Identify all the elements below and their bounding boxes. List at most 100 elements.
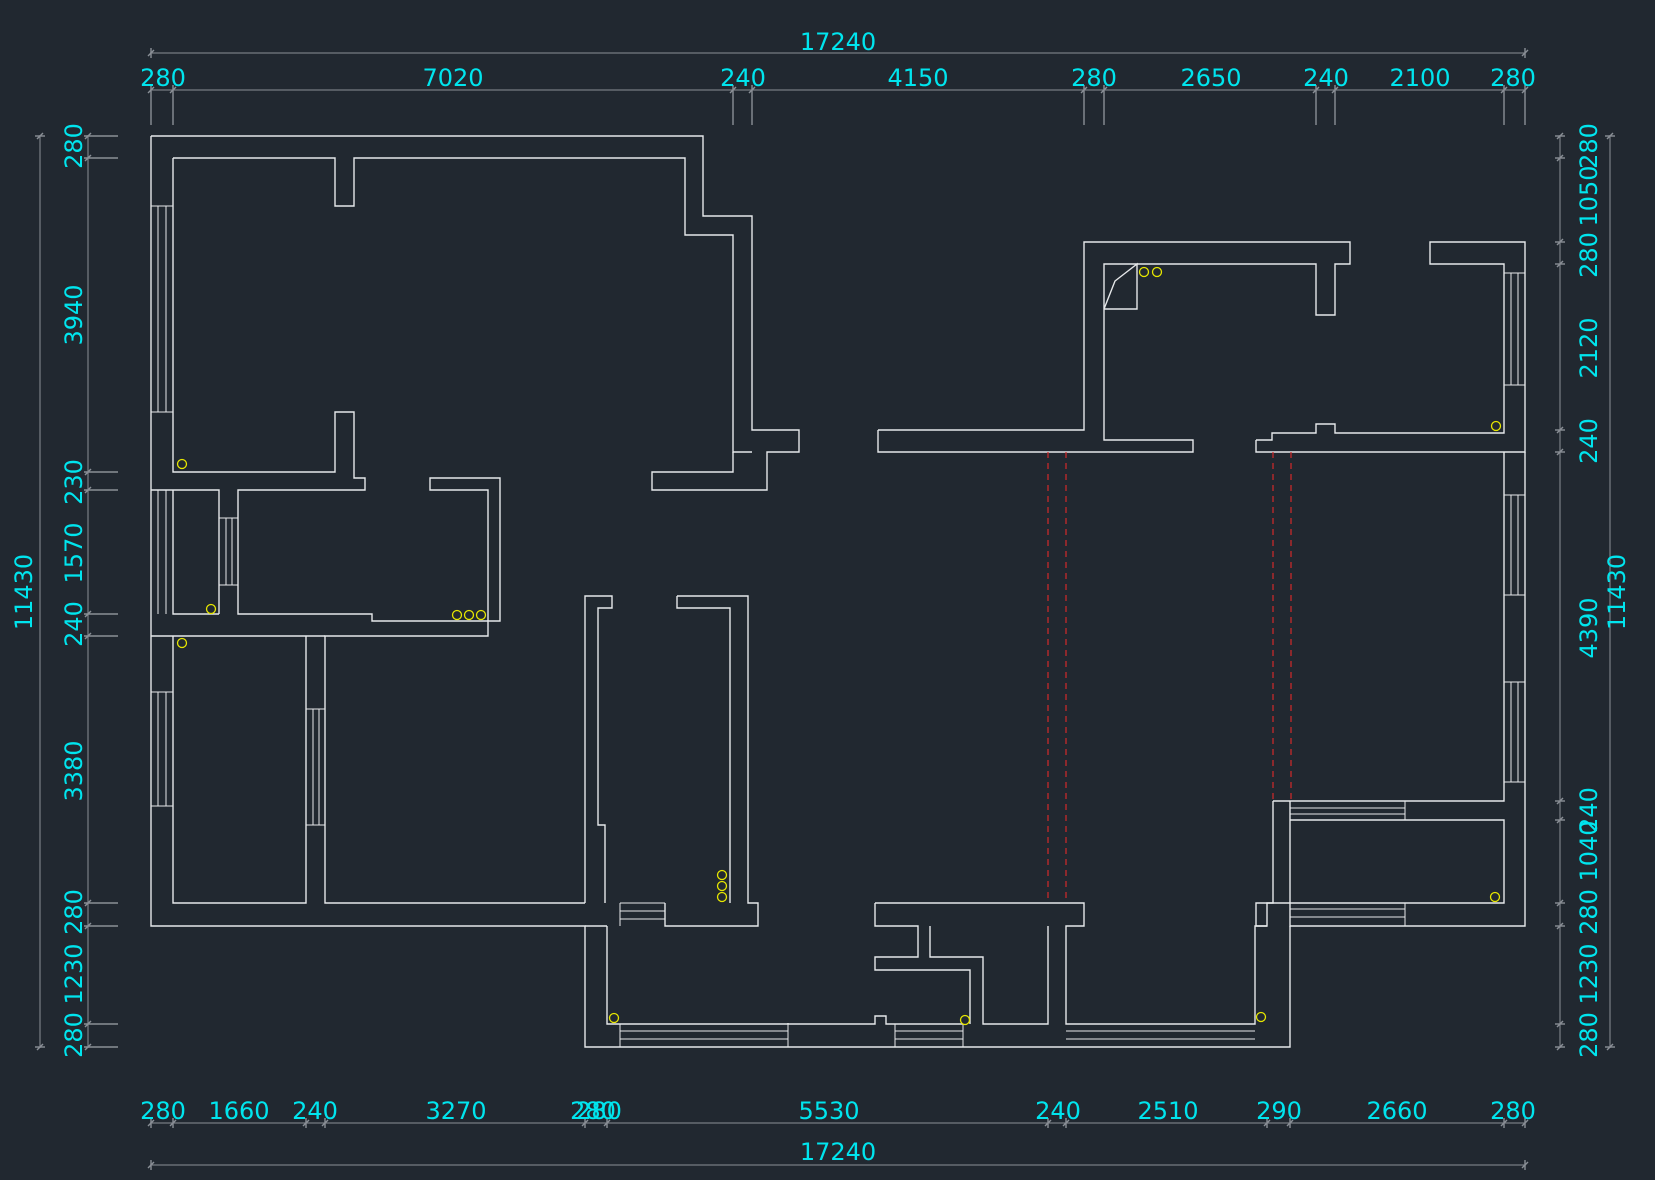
dimension-tick [321,1119,329,1127]
dimension-tick [1556,238,1564,246]
dimension-tick [84,922,92,930]
right-dimension: 1230 [1575,943,1603,1004]
dimension-tick [1606,132,1614,140]
dimension-tick [84,468,92,476]
bottom-dimension: 240 [1035,1097,1081,1125]
dimension-tick [1062,1119,1070,1127]
dimension-tick [147,86,155,94]
dimension-tick [84,1020,92,1028]
outlet-marker [1489,891,1501,903]
outlet-marker [475,609,487,621]
right-dimension: 240 [1575,418,1603,464]
bottom-dimension: 280 [570,1097,616,1125]
dimension-tick [84,1043,92,1051]
left-dimension: 280 [60,889,88,935]
dimension-tick [1500,1119,1508,1127]
dimension-tick [36,132,44,140]
left-dimension: 3380 [60,740,88,801]
wall-central-lower-inner [585,925,963,1025]
left-dimension: 230 [60,459,88,505]
dimension-tick [1556,1020,1564,1028]
dimension-tick [748,86,756,94]
dimension-tick [603,1119,611,1127]
bottom-dimension: 290 [1256,1097,1302,1125]
bottom-dimension: 2660 [1366,1097,1427,1125]
bottom-dimension: 3270 [425,1097,486,1125]
bottom-dimension: 280 [1490,1097,1536,1125]
outer-wall-left-side [150,136,1291,1048]
right-dimension: 240 [1575,787,1603,833]
bottom-dimension: 280 [140,1097,186,1125]
left-dimension: 280 [60,123,88,169]
outlet-marker [716,869,728,881]
windows [151,205,1525,1047]
outlet-marker [463,609,475,621]
right-dimension: 1050 [1575,165,1603,226]
bottom-dimension: 2510 [1137,1097,1198,1125]
dimension-tick [581,1119,589,1127]
dimension-tick [169,1119,177,1127]
dimension-tick [1556,1043,1564,1051]
dimension-tick [1044,1119,1052,1127]
dimension-tick [729,86,737,94]
left-dimension: 3940 [60,284,88,345]
top-dimension: 240 [1303,64,1349,92]
beam-lines [1047,452,1292,903]
dimension-tick [1556,448,1564,456]
top-dimension: 7020 [422,64,483,92]
dimension-tick [84,486,92,494]
dimension-tick [84,132,92,140]
window-left-low [151,691,325,826]
dimension-texts: 17240 280 7020 240 4150 280 2650 240 210… [10,28,1631,1166]
right-dimension: 280 [1575,889,1603,935]
left-total-dimension: 11430 [10,554,38,630]
dimension-tick [1556,816,1564,824]
bottom-total-dimension: 17240 [800,1138,876,1166]
dimension-tick [1521,1119,1529,1127]
dimension-tick [1263,1119,1271,1127]
right-total-dimension: 11430 [1603,554,1631,630]
top-dimension: 280 [1071,64,1117,92]
dimension-tick [1556,260,1564,268]
dimension-tick [1080,86,1088,94]
wall-right-top-room-2 [1255,241,1526,453]
dimension-tick [84,154,92,162]
outlet-marker [1255,1011,1267,1023]
dimension-tick [1521,86,1529,94]
right-dimension: 280 [1575,232,1603,278]
wall-right-top-room [877,241,1351,453]
right-dimension: 280 [1575,1012,1603,1058]
right-dimension: 4390 [1575,597,1603,658]
top-dimension: 240 [720,64,766,92]
outlet-marker [959,1014,971,1026]
dimension-tick [1100,86,1108,94]
dimension-tick [1556,132,1564,140]
bottom-dimension: 5530 [798,1097,859,1125]
top-total-dimension: 17240 [800,28,876,56]
bottom-dimension: 280 [576,1097,622,1125]
outlet-marker [1138,266,1150,278]
dimension-tick [84,632,92,640]
dimension-tick [1312,86,1320,94]
dimension-tick [1331,86,1339,94]
dimension-tick [1556,899,1564,907]
inner-wall-top-left-room [172,157,752,904]
dimension-tick [147,49,155,57]
inner-wall-left-rooms [151,489,325,904]
outlet-marker [205,603,217,615]
top-dimension: 2650 [1180,64,1241,92]
window-top-left [151,205,173,413]
window-left-mid [157,490,238,614]
outlet-marker [176,458,188,470]
dimension-tick [302,1119,310,1127]
left-dimension: 1570 [60,522,88,583]
outlet-marker [451,609,463,621]
right-dimension: 2120 [1575,317,1603,378]
outer-wall-left-block [151,135,800,491]
wall-center-bathroom [874,801,1274,1025]
dimension-tick [1556,797,1564,805]
dimension-tick [84,899,92,907]
top-dimension: 4150 [887,64,948,92]
top-dimension: 280 [1490,64,1536,92]
